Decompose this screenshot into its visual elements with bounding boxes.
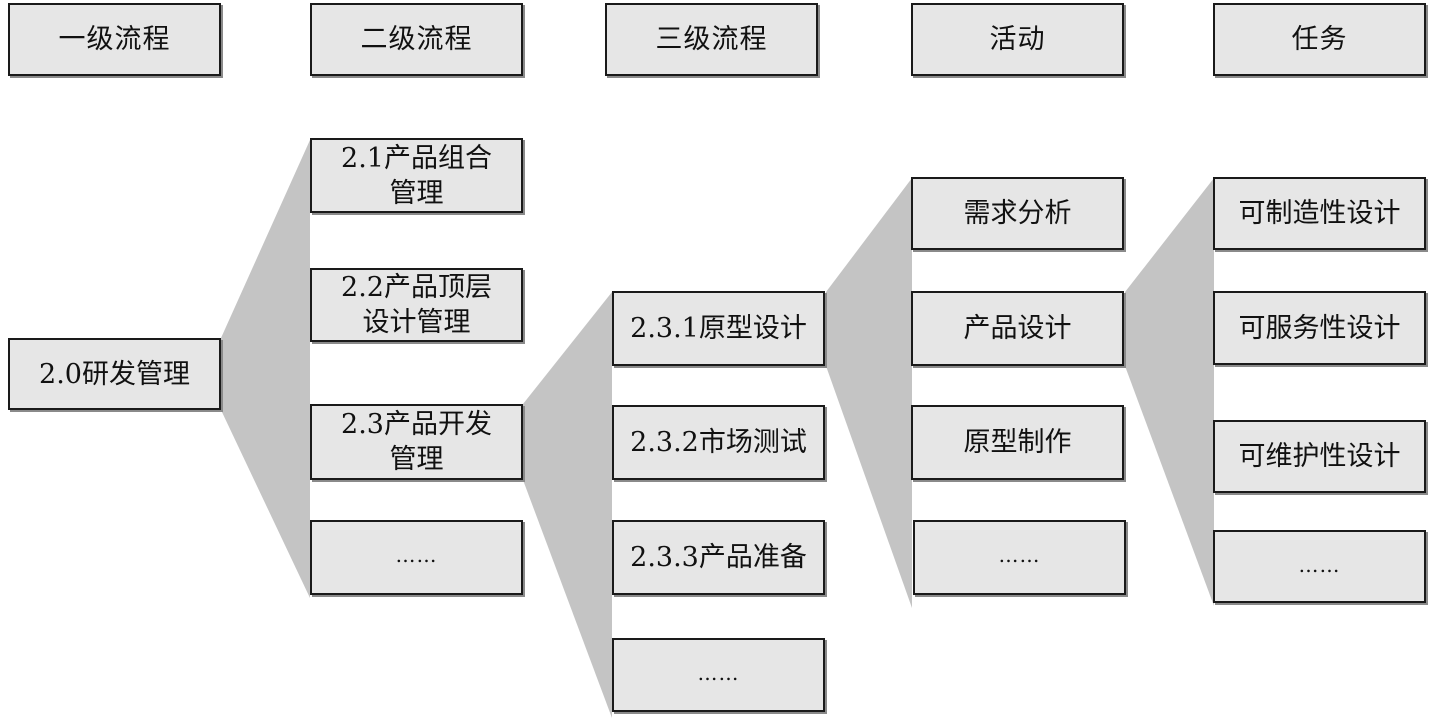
node-development-management-label: 2.3产品开发 管理 — [341, 409, 492, 475]
node-manufacturability-design-label: 可制造性设计 — [1238, 198, 1401, 229]
node-prototype-design-label: 2.3.1原型设计 — [630, 313, 807, 344]
node-product-design: 产品设计 — [911, 291, 1124, 366]
node-manufacturability-design: 可制造性设计 — [1213, 177, 1426, 250]
node-task-more-label: …… — [1298, 553, 1341, 577]
node-activity-more-label: …… — [998, 543, 1041, 567]
node-top-design-management-label: 2.2产品顶层 设计管理 — [341, 272, 492, 338]
connector-level2-to-level3 — [523, 292, 612, 718]
node-prototype-making-label: 原型制作 — [963, 427, 1072, 458]
node-portfolio-management-label: 2.1产品组合 管理 — [341, 142, 492, 209]
node-maintainability-design-label: 可维护性设计 — [1238, 441, 1401, 472]
node-prototype-making: 原型制作 — [911, 405, 1124, 480]
header-level1-label: 一级流程 — [58, 24, 171, 55]
node-serviceability-design: 可服务性设计 — [1213, 291, 1426, 365]
node-level2-more: …… — [310, 520, 523, 595]
node-level2-more-label: …… — [395, 543, 438, 567]
connector-level1-to-level2 — [221, 140, 310, 598]
node-activity-more: …… — [913, 520, 1126, 595]
node-level3-more: …… — [612, 638, 825, 712]
header-level2: 二级流程 — [310, 3, 523, 76]
header-task-label: 任务 — [1291, 24, 1348, 55]
connector-activity-to-task — [1125, 178, 1214, 606]
connector-level3-to-activity — [826, 178, 912, 608]
node-rd-management: 2.0研发管理 — [8, 338, 221, 410]
node-market-test-label: 2.3.2市场测试 — [630, 427, 807, 458]
node-prototype-design: 2.3.1原型设计 — [612, 291, 825, 366]
node-requirement-analysis-label: 需求分析 — [963, 198, 1072, 229]
header-level2-label: 二级流程 — [360, 24, 473, 55]
header-level3-label: 三级流程 — [655, 24, 768, 55]
header-activity-label: 活动 — [989, 24, 1046, 55]
node-portfolio-management: 2.1产品组合 管理 — [310, 138, 523, 213]
node-top-design-management: 2.2产品顶层 设计管理 — [310, 268, 523, 342]
node-product-preparation: 2.3.3产品准备 — [612, 520, 825, 595]
node-market-test: 2.3.2市场测试 — [612, 405, 825, 480]
header-level3: 三级流程 — [605, 3, 818, 76]
header-activity: 活动 — [911, 3, 1124, 76]
header-level1: 一级流程 — [8, 3, 221, 76]
node-level3-more-label: …… — [697, 661, 740, 685]
node-product-design-label: 产品设计 — [963, 313, 1072, 344]
node-maintainability-design: 可维护性设计 — [1213, 420, 1426, 493]
node-development-management: 2.3产品开发 管理 — [310, 404, 523, 480]
node-rd-management-label: 2.0研发管理 — [39, 358, 190, 390]
node-requirement-analysis: 需求分析 — [911, 177, 1124, 250]
node-serviceability-design-label: 可服务性设计 — [1238, 312, 1401, 344]
header-task: 任务 — [1213, 3, 1426, 76]
node-product-preparation-label: 2.3.3产品准备 — [630, 542, 807, 573]
node-task-more: …… — [1213, 530, 1426, 603]
